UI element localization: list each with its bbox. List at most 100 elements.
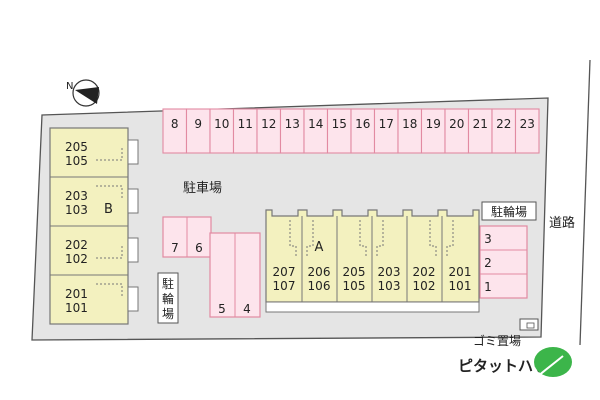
parking-space-label: 18 (402, 117, 417, 131)
brand-logo: ピタットハウス (458, 347, 572, 378)
parking-space (326, 108, 352, 154)
parking-space (350, 108, 376, 154)
unit-number: 105 (343, 279, 366, 293)
parking-space-label: 23 (520, 117, 535, 131)
parking-space (256, 108, 282, 154)
parking-space (514, 108, 540, 154)
building-a: A 207 107 206 106 205 105 203 103 202 10… (265, 209, 480, 313)
parking-left-pair: 7 6 (162, 216, 212, 258)
compass: N (66, 79, 100, 107)
parking-space (279, 108, 305, 154)
unit-number: 202 (65, 238, 88, 252)
parking-space (397, 108, 423, 154)
garbage-label: ゴミ置場 (473, 333, 521, 348)
road-label: 道路 (549, 215, 575, 231)
garbage-box-inner (526, 322, 535, 329)
building-b: 205 105 203 103 B 202 102 201 101 (49, 127, 139, 325)
parking-space (491, 108, 517, 154)
stair-mark (96, 185, 123, 200)
balcony (127, 188, 139, 214)
unit-number: 103 (378, 279, 401, 293)
unit-number: 102 (413, 279, 436, 293)
leaf-icon (534, 347, 572, 377)
parking-space (373, 108, 399, 154)
stair-mark (96, 283, 123, 298)
parking-space (467, 108, 493, 154)
parking-space-label: 20 (449, 117, 464, 131)
bicycle-parking-label: 駐輪場 (491, 204, 527, 219)
balcony (127, 139, 139, 165)
stair-mark (289, 220, 297, 258)
unit-number: 203 (65, 189, 88, 203)
unit-number: 205 (343, 265, 366, 279)
building-a-base (265, 301, 480, 313)
parking-space-label: 9 (194, 117, 202, 131)
unit-number: 102 (65, 252, 88, 266)
parking-space-label: 19 (426, 117, 441, 131)
parking-space-label: 10 (214, 117, 229, 131)
stair-mark (446, 220, 454, 258)
unit-number: 207 (273, 265, 296, 279)
parking-space (162, 108, 188, 154)
parking-space-label: 7 (171, 241, 179, 255)
parking-space (209, 108, 235, 154)
balcony (127, 237, 139, 263)
parking-space-label: 21 (473, 117, 488, 131)
unit-number: 205 (65, 140, 88, 154)
parking-space (303, 108, 329, 154)
parking-space-label: 16 (355, 117, 370, 131)
bicycle-parking-label-char: 場 (162, 307, 174, 321)
balcony (127, 286, 139, 312)
unit-number: 203 (378, 265, 401, 279)
parking-space-label: 4 (243, 302, 251, 316)
unit-number: 202 (413, 265, 436, 279)
unit-number: 201 (65, 287, 88, 301)
unit-number: 106 (308, 279, 331, 293)
unit-number: 206 (308, 265, 331, 279)
parking-space (420, 108, 446, 154)
parking-space-label: 12 (261, 117, 276, 131)
bicycle-parking-left: 駐 輪 場 (157, 272, 179, 324)
bicycle-parking-right: 駐輪場 (481, 201, 537, 221)
parking-right-column: 3 2 1 (479, 225, 528, 299)
parking-space (185, 108, 211, 154)
parking-space-label: 2 (484, 256, 492, 270)
parking-bottom-pair: 5 4 (209, 232, 261, 318)
parking-space-label: 6 (195, 241, 203, 255)
compass-letter: N (66, 81, 73, 92)
parking-space-label: 13 (285, 117, 300, 131)
building-b-name: B (104, 202, 113, 217)
parking-space-label: 1 (484, 280, 492, 294)
north-arrow-icon (75, 87, 99, 104)
bicycle-parking-label-char: 輪 (162, 291, 174, 306)
parking-space-label: 22 (496, 117, 511, 131)
unit-number: 101 (449, 279, 472, 293)
bicycle-parking-label-box (157, 272, 179, 324)
parking-space-label: 15 (332, 117, 347, 131)
leaf-stem-icon (536, 355, 564, 378)
stair-mark (429, 220, 437, 258)
stair-mark (306, 220, 314, 258)
unit-number: 103 (65, 203, 88, 217)
parking-space (444, 108, 470, 154)
road-edge (579, 59, 591, 346)
stair-mark (96, 148, 123, 161)
building-a-name: A (315, 240, 324, 255)
parking-space-label: 14 (308, 117, 323, 131)
stair-mark (359, 220, 367, 258)
parking-space-label: 5 (218, 302, 226, 316)
bicycle-parking-label-box (481, 201, 537, 221)
unit-number: 107 (273, 279, 296, 293)
parking-space (232, 108, 258, 154)
bicycle-parking-label-char: 駐 (162, 276, 174, 291)
unit-number: 201 (449, 265, 472, 279)
stair-mark (96, 246, 123, 259)
unit-number: 105 (65, 154, 88, 168)
stair-mark (376, 220, 384, 258)
parking-label: 駐車場 (183, 181, 222, 196)
parking-space (479, 225, 528, 299)
parking-space-label: 3 (484, 232, 492, 246)
unit-number: 101 (65, 301, 88, 315)
